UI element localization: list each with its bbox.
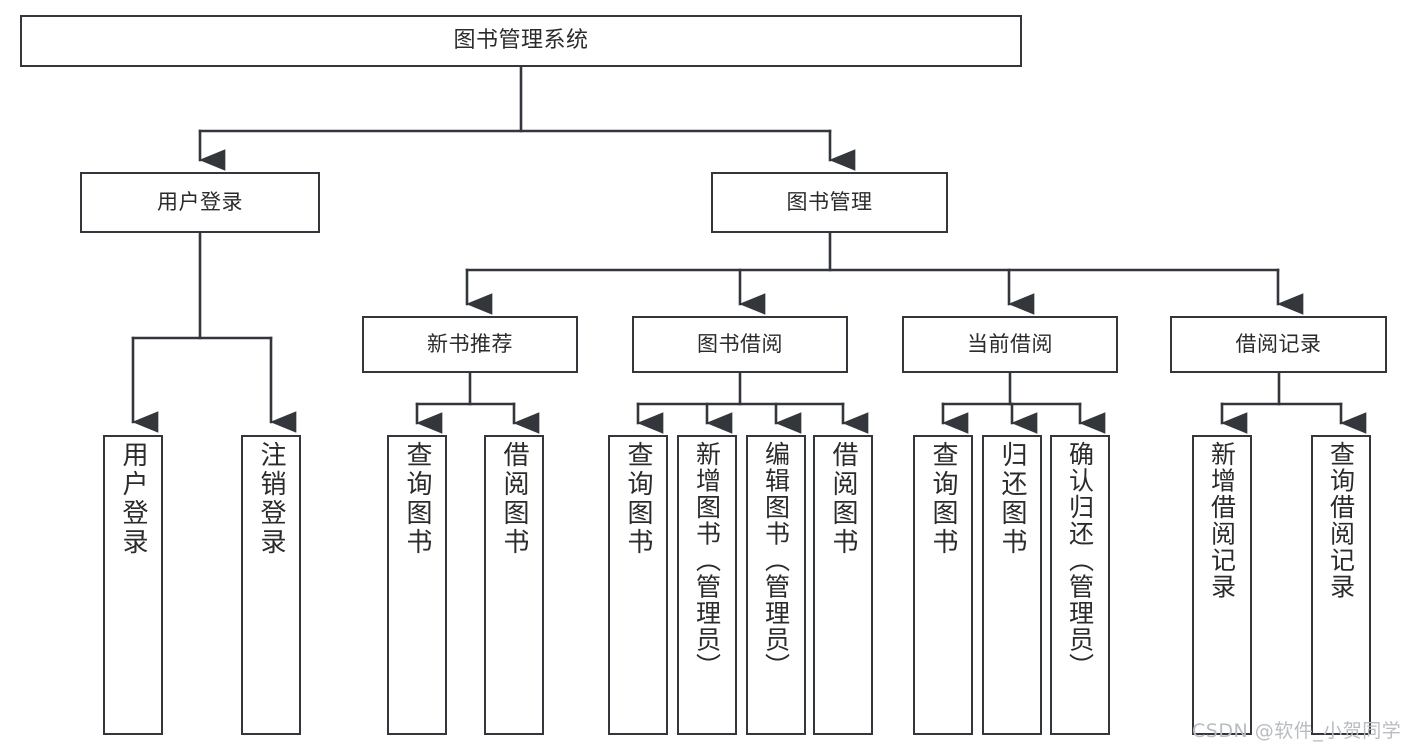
node-label: 新增借阅记录 bbox=[1207, 441, 1237, 600]
node-label: 当前借阅 bbox=[967, 331, 1053, 356]
node-leaf-confirm-return[interactable]: 确认归还（管理员） bbox=[1050, 435, 1110, 735]
node-label: 查询图书 bbox=[928, 441, 958, 557]
node-label: 查询图书 bbox=[402, 441, 432, 557]
node-label: 注销登录 bbox=[256, 441, 286, 557]
node-new-book-recommend[interactable]: 新书推荐 bbox=[362, 316, 578, 373]
node-label: 新书推荐 bbox=[427, 331, 513, 356]
node-leaf-query-book-recommend[interactable]: 查询图书 bbox=[387, 435, 447, 735]
node-label: 借阅图书 bbox=[499, 441, 529, 557]
node-leaf-add-borrow-record[interactable]: 新增借阅记录 bbox=[1192, 435, 1252, 735]
node-leaf-user-login[interactable]: 用户登录 bbox=[103, 435, 163, 735]
node-label: 图书借阅 bbox=[697, 331, 783, 356]
node-leaf-edit-book[interactable]: 编辑图书（管理员） bbox=[746, 435, 806, 735]
node-label: 图书管理系统 bbox=[453, 27, 589, 53]
node-label: 用户登录 bbox=[118, 441, 148, 557]
node-leaf-logout[interactable]: 注销登录 bbox=[241, 435, 301, 735]
node-label: 查询图书 bbox=[623, 441, 653, 557]
node-label: 确认归还（管理员） bbox=[1065, 441, 1095, 680]
node-label: 图书管理 bbox=[786, 189, 873, 214]
node-label: 查询借阅记录 bbox=[1326, 441, 1356, 600]
node-book-management[interactable]: 图书管理 bbox=[711, 172, 948, 233]
node-label: 借阅记录 bbox=[1235, 331, 1322, 356]
node-user-login[interactable]: 用户登录 bbox=[80, 172, 320, 233]
node-current-borrow[interactable]: 当前借阅 bbox=[902, 316, 1118, 373]
node-label: 归还图书 bbox=[997, 441, 1027, 557]
node-leaf-add-book[interactable]: 新增图书（管理员） bbox=[677, 435, 737, 735]
node-leaf-query-book-borrow[interactable]: 查询图书 bbox=[608, 435, 668, 735]
node-root-book-management-system[interactable]: 图书管理系统 bbox=[20, 15, 1022, 67]
node-leaf-return-book[interactable]: 归还图书 bbox=[982, 435, 1042, 735]
node-label: 编辑图书（管理员） bbox=[761, 441, 791, 680]
node-label: 用户登录 bbox=[157, 189, 243, 214]
node-book-borrow[interactable]: 图书借阅 bbox=[632, 316, 848, 373]
node-leaf-query-borrow-record[interactable]: 查询借阅记录 bbox=[1311, 435, 1371, 735]
node-borrow-record[interactable]: 借阅记录 bbox=[1170, 316, 1387, 373]
node-label: 新增图书（管理员） bbox=[692, 441, 722, 680]
node-leaf-borrow-book[interactable]: 借阅图书 bbox=[813, 435, 873, 735]
node-leaf-query-book-current[interactable]: 查询图书 bbox=[913, 435, 973, 735]
node-leaf-borrow-book-recommend[interactable]: 借阅图书 bbox=[484, 435, 544, 735]
node-label: 借阅图书 bbox=[828, 441, 858, 557]
